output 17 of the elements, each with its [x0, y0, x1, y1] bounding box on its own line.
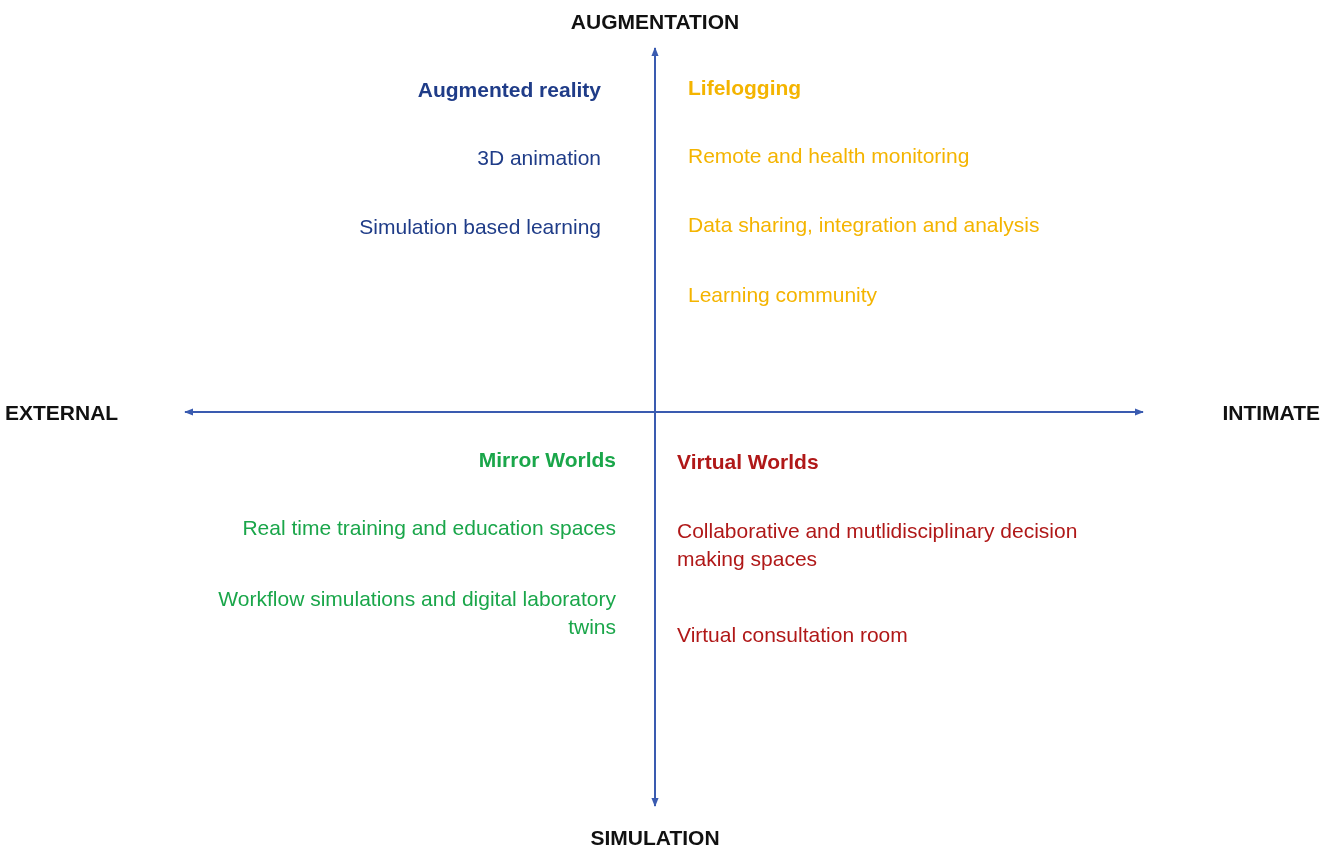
quadrant-item: Real time training and education spaces	[242, 515, 616, 541]
quadrant-item: 3D animation	[477, 145, 601, 171]
quadrant-item: Virtual consultation room	[677, 622, 908, 648]
quadrant-item: Collaborative and mutlidisciplinary decision making spaces	[677, 518, 1079, 572]
quadrant-item: Data sharing, integration and analysis	[688, 212, 1040, 238]
quadrant-item: Learning community	[688, 282, 878, 308]
axis-label: INTIMATE	[1222, 400, 1320, 426]
quadrant-heading: Lifelogging	[688, 75, 802, 101]
quadrant-item: Simulation based learning	[359, 214, 601, 240]
quadrant-item: Remote and health monitoring	[688, 143, 970, 169]
quadrant-item: Workflow simulations and digital laboratory twins	[217, 586, 616, 640]
quadrant-heading: Virtual Worlds	[677, 449, 819, 475]
axis-label: AUGMENTATION	[570, 9, 740, 35]
axis-label: EXTERNAL	[5, 400, 119, 426]
axis-label: SIMULATION	[590, 825, 720, 851]
quadrant-heading: Augmented reality	[417, 77, 601, 103]
quadrant-heading: Mirror Worlds	[478, 447, 616, 473]
